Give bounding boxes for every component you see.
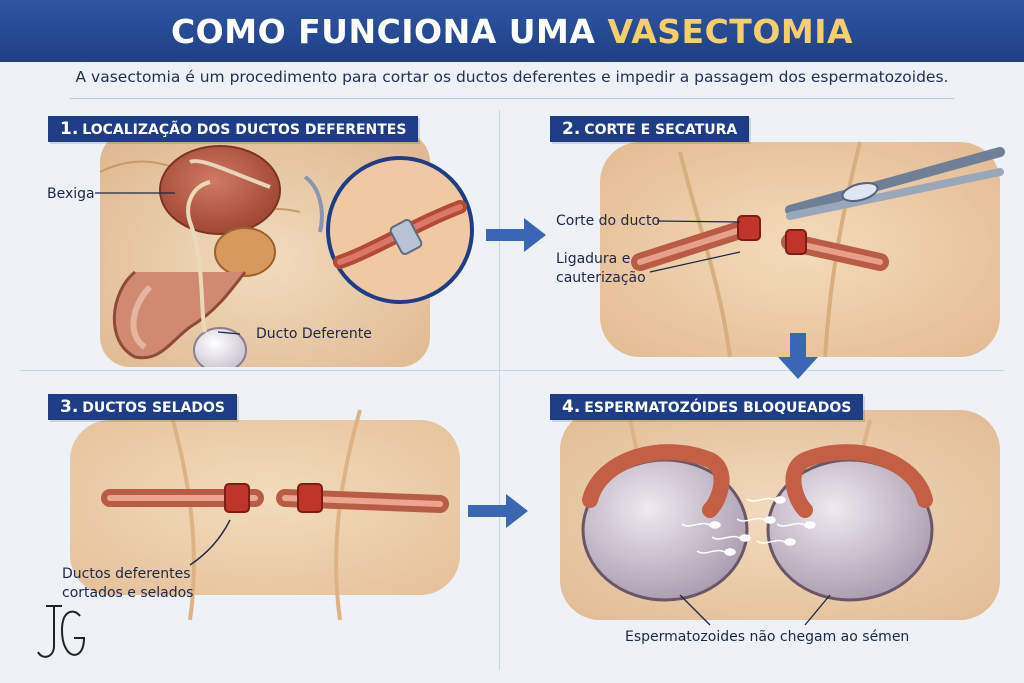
- title-main: COMO FUNCIONA UMA: [170, 11, 608, 51]
- label-ducto-deferente: Ducto Deferente: [256, 326, 372, 342]
- label-ductos-deferentes: Ductos deferentes: [62, 566, 191, 582]
- page-title: COMO FUNCIONA UMA VASECTOMIA: [171, 12, 853, 51]
- label-cauterizacao: cauterização: [556, 270, 646, 286]
- panel-step-3: 3.DUCTOS SELADOS Ductos deferentes corta…: [40, 380, 490, 670]
- forceps-icon: [785, 147, 1005, 220]
- label-cortados-selados: cortados e selados: [62, 585, 194, 601]
- logo-monogram-icon: [37, 605, 86, 658]
- right-arrow-icon: [468, 494, 528, 528]
- sealed-ducts-illustration: [70, 409, 460, 621]
- label-corte-do-ducto: Corte do ducto: [556, 213, 661, 229]
- label-espermatozoides-nao-chegam: Espermatozoides não chegam ao sémen: [625, 629, 910, 645]
- vertical-divider: [499, 110, 500, 670]
- blocked-sperm-illustration: [560, 410, 1000, 626]
- panel-step-4: 4.ESPERMATOZÓIDES BLOQUEADOS Espermatozo…: [540, 380, 1010, 670]
- label-bexiga: Bexiga: [47, 186, 95, 202]
- right-arrow-icon: [486, 218, 546, 252]
- clip-icon: [389, 219, 423, 255]
- panel-step-2: 2.CORTE E SECATURA Corte do ducto Ligadu…: [540, 112, 1010, 367]
- anatomy-illustration: [95, 132, 474, 367]
- horizontal-divider: [20, 370, 1004, 371]
- step-1-label: 1.LOCALIZAÇÃO DOS DUCTOS DEFERENTES: [48, 116, 419, 142]
- step-2-label: 2.CORTE E SECATURA: [550, 116, 750, 142]
- cut-illustration: [600, 141, 1005, 358]
- subtitle-divider: [70, 98, 954, 99]
- step-3-label: 3.DUCTOS SELADOS: [48, 394, 237, 420]
- step-4-label: 4.ESPERMATOZÓIDES BLOQUEADOS: [550, 394, 864, 420]
- title-highlight: VASECTOMIA: [607, 11, 854, 51]
- subtitle: A vasectomia é um procedimento para cort…: [75, 68, 949, 86]
- panel-step-1: 1.LOCALIZAÇÃO DOS DUCTOS DEFERENTES Bexi…: [40, 112, 490, 367]
- header-banner: COMO FUNCIONA UMA VASECTOMIA: [0, 0, 1024, 62]
- label-ligadura: Ligadura e: [556, 251, 631, 267]
- down-arrow-icon: [778, 333, 818, 379]
